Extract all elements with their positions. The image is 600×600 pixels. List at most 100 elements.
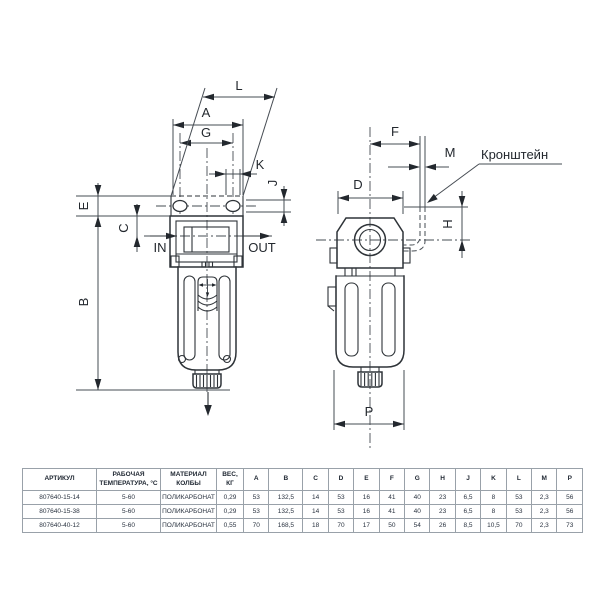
- column-header: МАТЕРИАЛ КОЛБЫ: [160, 468, 217, 491]
- table-cell: 0,29: [216, 504, 244, 519]
- column-header: E: [353, 468, 380, 491]
- column-header: B: [268, 468, 304, 491]
- table-cell: 53: [242, 504, 270, 519]
- table-cell: 41: [378, 504, 406, 519]
- column-header: ВЕС, КГ: [216, 468, 244, 491]
- dim-label-b: B: [76, 298, 91, 307]
- column-header: K: [480, 468, 507, 491]
- column-header: АРТИКУЛ: [22, 468, 97, 491]
- table-cell: 50: [378, 518, 406, 533]
- table-cell: 2,3: [531, 504, 558, 519]
- table-cell: 54: [404, 518, 431, 533]
- table-cell: 6,5: [454, 490, 482, 505]
- table-cell: 807640-15-14: [22, 490, 97, 505]
- table-cell: 53: [327, 490, 355, 505]
- port-opening: [353, 223, 387, 257]
- dim-label-j: J: [265, 180, 280, 187]
- side-view: [316, 127, 470, 448]
- table-cell: 53: [327, 504, 355, 519]
- dim-label-d: D: [353, 177, 362, 192]
- table-cell: 70: [242, 518, 270, 533]
- side-view-dimensions: F M Кронштейн D H P: [333, 124, 562, 430]
- table-cell: 0,29: [216, 490, 244, 505]
- table-cell: ПОЛИКАРБОНАТ: [160, 490, 217, 505]
- column-header: G: [404, 468, 431, 491]
- table-cell: 40: [404, 490, 431, 505]
- table-cell: 18: [302, 518, 329, 533]
- dim-label-f: F: [391, 124, 399, 139]
- table-cell: 8,5: [454, 518, 482, 533]
- column-header: J: [454, 468, 482, 491]
- table-cell: 6,5: [454, 504, 482, 519]
- column-header: A: [242, 468, 270, 491]
- dim-label-l: L: [235, 78, 242, 93]
- front-view-dimensions: E B C IN OUT A G L: [76, 78, 291, 391]
- table-cell: 41: [378, 490, 406, 505]
- dim-label-a: A: [202, 105, 211, 120]
- column-header: F: [378, 468, 406, 491]
- column-header: P: [556, 468, 583, 491]
- table-cell: 14: [302, 504, 329, 519]
- dim-label-k: K: [256, 157, 265, 172]
- port-label-in: IN: [154, 240, 167, 255]
- table-cell: 2,3: [531, 490, 558, 505]
- table-cell: 23: [429, 490, 456, 505]
- release-clip: [327, 286, 337, 307]
- table-cell: 53: [505, 490, 533, 505]
- table-cell: 2,3: [531, 518, 558, 533]
- dim-label-m: M: [445, 145, 456, 160]
- table-cell: 807640-15-38: [22, 504, 97, 519]
- table-cell: 70: [327, 518, 355, 533]
- mounting-hole: [172, 199, 188, 213]
- table-cell: 14: [302, 490, 329, 505]
- column-header: L: [505, 468, 533, 491]
- column-header: M: [531, 468, 558, 491]
- port-label-out: OUT: [248, 240, 276, 255]
- dim-label-c: C: [116, 223, 131, 232]
- technical-drawing: E B C IN OUT A G L: [76, 78, 562, 448]
- front-view: [144, 133, 272, 416]
- column-header: C: [302, 468, 329, 491]
- table-cell: 0,55: [216, 518, 244, 533]
- table-cell: ПОЛИКАРБОНАТ: [160, 504, 217, 519]
- table-cell: 132,5: [268, 504, 304, 519]
- table-cell: 5-60: [96, 504, 161, 519]
- table-cell: 807640-40-12: [22, 518, 97, 533]
- column-header: D: [327, 468, 355, 491]
- mounting-hole: [225, 199, 241, 213]
- table-cell: 16: [353, 490, 380, 505]
- table-cell: 70: [505, 518, 533, 533]
- dim-label-e: E: [76, 201, 91, 210]
- table-cell: 56: [556, 504, 583, 519]
- table-cell: 73: [556, 518, 583, 533]
- table-cell: 26: [429, 518, 456, 533]
- table-cell: 53: [242, 490, 270, 505]
- table-cell: 10,5: [480, 518, 507, 533]
- table-cell: 40: [404, 504, 431, 519]
- column-header: РАБОЧАЯ ТЕМПЕРАТУРА, °С: [96, 468, 161, 491]
- table-cell: 8: [480, 504, 507, 519]
- column-header: H: [429, 468, 456, 491]
- table-cell: 23: [429, 504, 456, 519]
- table-cell: 132,5: [268, 490, 304, 505]
- bracket-annotation: Кронштейн: [481, 147, 548, 162]
- table-cell: 17: [353, 518, 380, 533]
- table-cell: ПОЛИКАРБОНАТ: [160, 518, 217, 533]
- table-cell: 5-60: [96, 518, 161, 533]
- table-cell: 5-60: [96, 490, 161, 505]
- table-cell: 16: [353, 504, 380, 519]
- table-cell: 53: [505, 504, 533, 519]
- table-cell: 168,5: [268, 518, 304, 533]
- table-cell: 56: [556, 490, 583, 505]
- dim-label-g: G: [201, 125, 211, 140]
- dim-label-h: H: [440, 219, 455, 228]
